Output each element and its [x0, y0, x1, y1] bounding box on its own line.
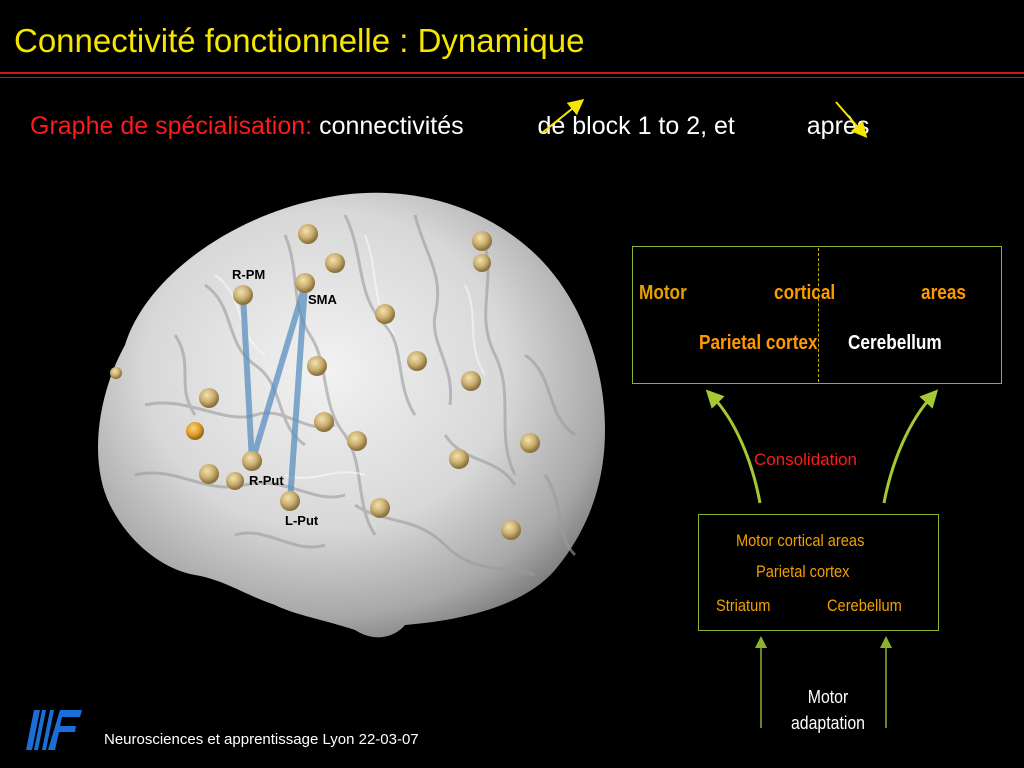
decrease-arrow-icon: [835, 101, 868, 139]
box1-parietal: Parietal cortex: [699, 332, 818, 354]
node-rpm: [233, 285, 253, 305]
box1-cerebellum: Cerebellum: [848, 332, 942, 354]
box-divider: [818, 248, 819, 382]
node-lput: [280, 491, 300, 511]
motor-adaptation-line1: Motor: [807, 687, 849, 707]
title-divider-thin: [0, 77, 1024, 78]
consolidation-arrow-left: [705, 389, 762, 504]
edge-rpm-rput: [240, 292, 255, 465]
node-sma: [295, 273, 315, 293]
box2-cerebellum: Cerebellum: [827, 596, 902, 615]
activation-nodes: [110, 224, 540, 540]
edge-sma-rput: [249, 282, 308, 465]
footer-text: Neurosciences et apprentissage Lyon 22-0…: [104, 731, 419, 748]
box2-striatum: Striatum: [716, 596, 771, 615]
brain-image: [98, 192, 605, 638]
subtitle-label: Graphe de spécialisation:: [30, 112, 313, 140]
increase-arrow-icon: [541, 98, 585, 134]
consolidated-network-box: [632, 246, 1002, 384]
adaptation-network-box: [698, 514, 939, 631]
motor-adaptation-label: Motor adaptation: [777, 684, 879, 736]
title-divider: [0, 72, 1024, 74]
slide-title: Connectivité fonctionnelle : Dynamique: [14, 22, 585, 59]
subtitle-connectivites: connectivités: [319, 112, 464, 140]
box1-motor: Motor: [639, 282, 687, 304]
motor-adaptation-line2: adaptation: [790, 713, 865, 733]
node-rput: [242, 451, 262, 471]
box2-line1: Motor cortical areas: [736, 531, 865, 550]
subtitle: Graphe de spécialisation: connectivités …: [30, 112, 869, 141]
connectivity-edges: [240, 282, 308, 505]
edge-sma-lput: [287, 282, 308, 505]
box1-areas: areas: [921, 282, 966, 304]
consolidation-arrow-right: [882, 389, 939, 504]
subtitle-block: de block 1 to 2, et: [537, 112, 735, 140]
brain-hemisphere: [98, 192, 605, 638]
lif-logo-icon: [26, 710, 82, 750]
box1-cortical: cortical: [774, 282, 836, 304]
label-rput: R-Put: [249, 473, 284, 488]
label-rpm: R-PM: [232, 267, 266, 282]
box2-parietal: Parietal cortex: [756, 562, 850, 581]
label-lput: L-Put: [285, 513, 319, 528]
label-sma: SMA: [308, 292, 337, 307]
consolidation-label: Consolidation: [754, 450, 858, 469]
